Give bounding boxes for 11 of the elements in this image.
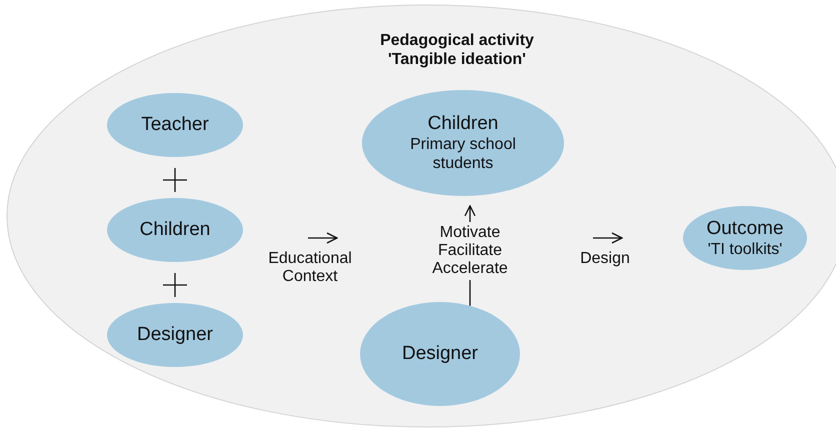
node-label: Children: [428, 113, 498, 135]
node-subtitle: Primary school students: [409, 135, 517, 173]
flow-label: Educational Context: [267, 250, 353, 286]
node-label: Designer: [402, 343, 478, 365]
node-label: Outcome: [706, 218, 784, 240]
flow-label: Design: [579, 250, 631, 268]
node-label: Designer: [136, 324, 214, 346]
node-label: Children: [140, 219, 210, 241]
node-label: Teacher: [141, 114, 209, 136]
activity-heading: Pedagogical activity 'Tangible ideation': [379, 31, 535, 69]
node-subtitle: 'TI toolkits': [708, 240, 782, 258]
